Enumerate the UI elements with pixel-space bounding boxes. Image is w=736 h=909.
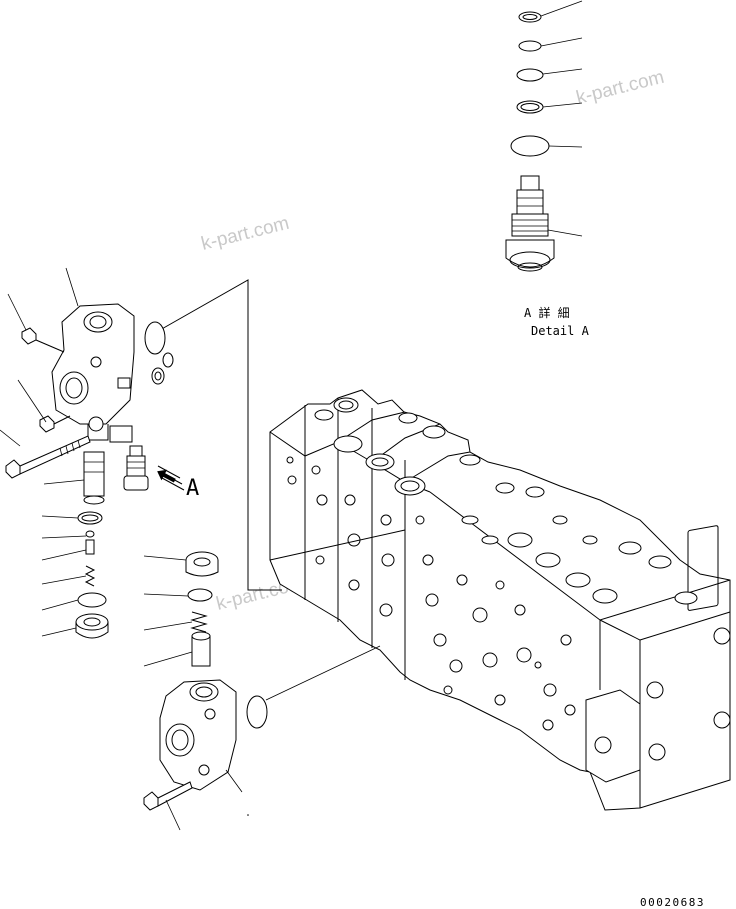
leader-line: [265, 645, 381, 701]
callout-frame: [159, 279, 282, 591]
watermark-1: k-part.com: [199, 213, 291, 255]
backup-ring-2-inner: [520, 103, 540, 111]
spool-stack: [75, 451, 109, 639]
o-ring-small: [151, 367, 165, 385]
view-arrow: A: [157, 465, 199, 501]
relief-valve-small: [123, 445, 149, 491]
control-valve-body: [269, 389, 731, 811]
plug-assembly: [185, 551, 219, 667]
leader-line: [548, 145, 583, 148]
leader-line: [547, 229, 583, 237]
long-bolt: [5, 435, 91, 479]
o-ring-flange: [144, 321, 166, 355]
leader-lines-left: [0, 267, 87, 637]
o-ring-lower: [246, 695, 268, 729]
detail-a-group: A 詳 細 Detail A: [505, 0, 590, 338]
o-ring-2: [516, 68, 544, 82]
drawing-number: 00020683: [640, 896, 705, 909]
o-ring-1: [518, 40, 542, 52]
o-ring-small: [162, 352, 174, 368]
watermark-2: k-part.com: [574, 67, 666, 109]
detail-label-en: Detail A: [531, 324, 590, 338]
bolt-lower: [143, 781, 193, 811]
leader-line: [540, 0, 583, 17]
bolt-2: [39, 415, 71, 433]
detail-label-jp: A 詳 細: [524, 305, 570, 320]
view-marker-label: A: [186, 476, 199, 501]
leader-line: [540, 37, 583, 47]
relief-valve-cartridge: [505, 175, 555, 272]
o-ring-large: [510, 135, 550, 157]
lower-valve-housing: [159, 679, 237, 791]
bolt-1: [21, 327, 65, 353]
backup-ring-1: [518, 11, 542, 23]
leader-line: [542, 102, 583, 108]
backup-ring-1-inner: [522, 14, 538, 20]
leader-line: [542, 68, 583, 75]
upper-valve-housing: [51, 303, 135, 443]
